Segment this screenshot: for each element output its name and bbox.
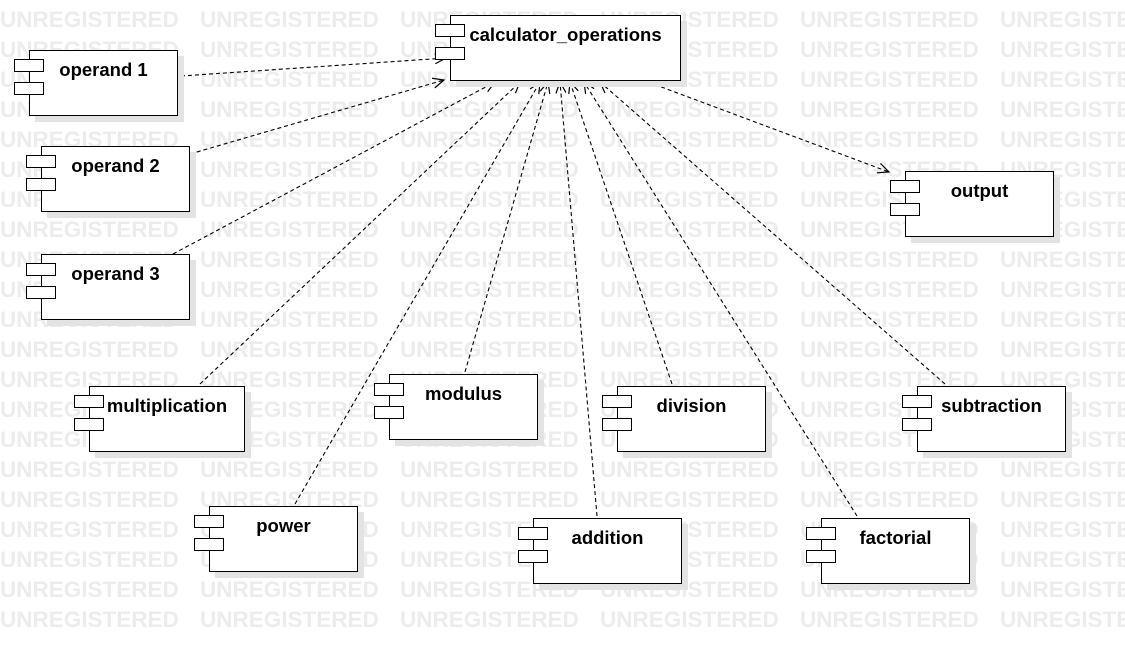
- component-output[interactable]: output: [890, 171, 1054, 237]
- component-calculator-operations[interactable]: calculator_operations: [435, 15, 681, 81]
- component-label: division: [656, 395, 727, 416]
- component-operand-2[interactable]: operand 2: [26, 146, 190, 212]
- component-operand-1[interactable]: operand 1: [14, 50, 178, 116]
- component-label: operand 3: [71, 263, 160, 284]
- component-addition[interactable]: addition: [518, 518, 682, 584]
- dependency-operand2-to-calculator_operations: [189, 77, 446, 155]
- dependency-modulus-to-calculator_operations: [464, 80, 551, 373]
- component-label: operand 1: [59, 59, 148, 80]
- component-label: multiplication: [106, 395, 228, 416]
- component-icon: [194, 515, 224, 551]
- component-label: modulus: [424, 383, 503, 404]
- component-label: addition: [571, 527, 644, 548]
- component-icon: [518, 527, 548, 563]
- component-label: subtraction: [941, 395, 1042, 416]
- component-multiplication[interactable]: multiplication: [74, 386, 245, 452]
- component-label: output: [950, 180, 1009, 201]
- dependency-multiplication-to-calculator_operations: [199, 81, 522, 385]
- component-subtraction[interactable]: subtraction: [902, 386, 1066, 452]
- dependency-calculator_operations-to-output: [647, 81, 891, 174]
- component-label: calculator_operations: [469, 24, 662, 45]
- component-icon: [602, 395, 632, 431]
- component-operand-3[interactable]: operand 3: [26, 254, 190, 320]
- component-icon: [26, 155, 56, 191]
- component-icon: [74, 395, 104, 431]
- component-division[interactable]: division: [602, 386, 766, 452]
- component-modulus[interactable]: modulus: [374, 374, 538, 440]
- component-label: operand 2: [71, 155, 160, 176]
- component-icon: [890, 180, 920, 216]
- component-label: power: [256, 515, 311, 536]
- dependency-division-to-calculator_operations: [568, 80, 673, 385]
- component-icon: [26, 263, 56, 299]
- component-factorial[interactable]: factorial: [806, 518, 970, 584]
- component-icon: [14, 59, 44, 95]
- dependency-addition-to-calculator_operations: [555, 80, 598, 517]
- component-label: factorial: [859, 527, 932, 548]
- component-icon: [806, 527, 836, 563]
- dependency-power-to-calculator_operations: [294, 80, 541, 505]
- dependency-operand3-to-calculator_operations: [172, 81, 497, 255]
- dependency-factorial-to-calculator_operations: [583, 80, 858, 517]
- dependency-subtraction-to-calculator_operations: [598, 81, 946, 385]
- dependency-operand1-to-calculator_operations: [180, 53, 448, 77]
- component-icon: [374, 383, 404, 419]
- component-power[interactable]: power: [194, 506, 358, 572]
- component-icon: [902, 395, 932, 431]
